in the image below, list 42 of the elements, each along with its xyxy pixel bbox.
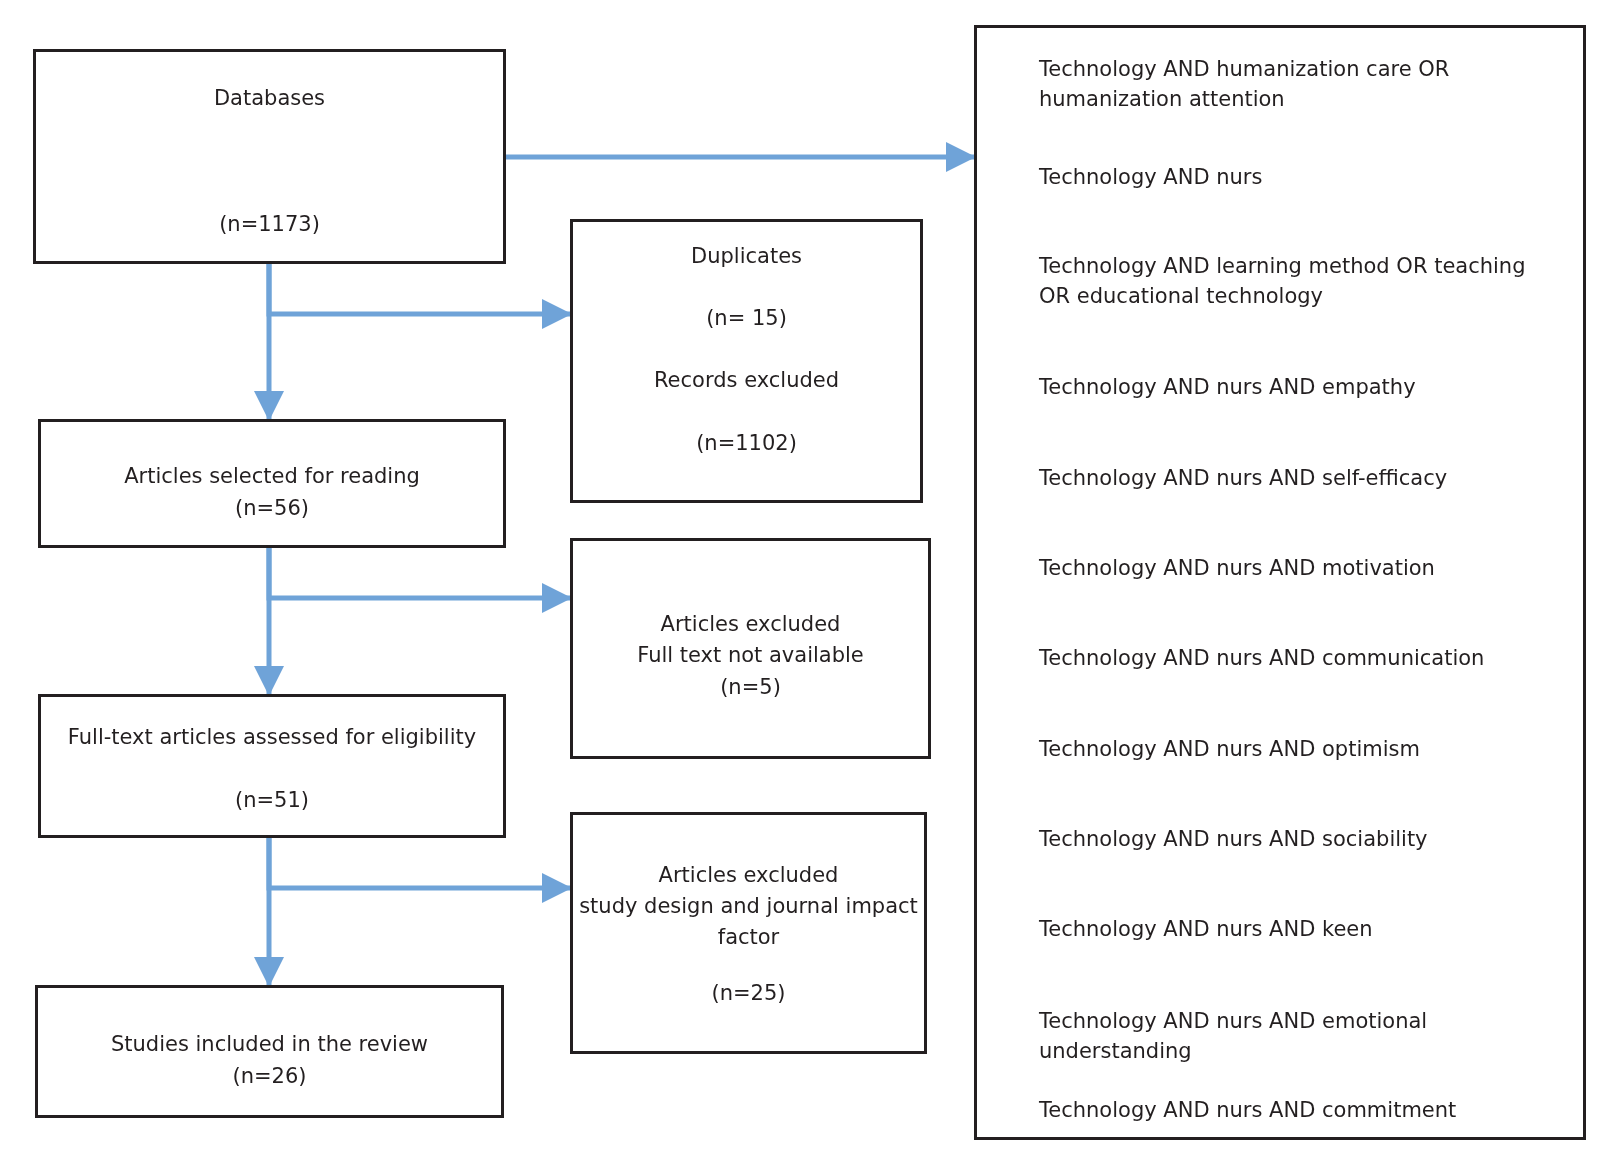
arrow: [506, 142, 976, 172]
box-text: study design and journal impact factor: [579, 893, 918, 951]
box-text: Duplicates: [690, 242, 803, 270]
arrow: [266, 838, 572, 903]
box-text: Records excluded: [652, 366, 841, 394]
arrow: [266, 264, 572, 329]
box-text: (n=25): [710, 979, 787, 1007]
search-query: Technology AND nurs AND motivation: [1039, 555, 1436, 582]
box-text: Articles excluded: [657, 861, 840, 889]
search-query: Technology AND nurs AND communication: [1039, 645, 1486, 672]
box-text: (n=1173): [218, 210, 321, 238]
search-query: Technology AND nurs AND optimism: [1039, 736, 1421, 763]
search-terms-box: [974, 25, 1586, 1140]
process-box: [570, 219, 923, 503]
box-text: Articles selected for reading: [123, 462, 421, 490]
arrow: [266, 548, 572, 613]
box-text: (n= 15): [705, 304, 788, 332]
box-text: Full-text articles assessed for eligibility: [66, 723, 478, 751]
box-text: (n=26): [231, 1062, 308, 1090]
search-query: Technology AND nurs AND self-efficacy: [1039, 465, 1449, 492]
process-box: [33, 49, 506, 264]
search-query: Technology AND humanization care OR humanization attention: [1039, 56, 1451, 113]
search-query: Technology AND nurs AND empathy: [1039, 374, 1417, 401]
search-query: Technology AND nurs AND sociability: [1039, 826, 1429, 853]
box-text: (n=51): [234, 786, 310, 814]
box-text: (n=5): [719, 673, 782, 701]
process-box: [38, 419, 506, 548]
search-query: Technology AND nurs AND emotional understanding: [1039, 1008, 1429, 1065]
box-text: Full text not available: [636, 641, 865, 669]
box-text: Articles excluded: [659, 610, 842, 638]
process-box: [38, 694, 506, 838]
search-query: Technology AND nurs AND keen: [1039, 916, 1374, 943]
process-box: [35, 985, 504, 1118]
search-query: Technology AND nurs AND commitment: [1039, 1097, 1458, 1124]
process-box: [570, 538, 931, 759]
box-text: Studies included in the review: [109, 1030, 430, 1058]
search-query: Technology AND learning method OR teaching OR educational technology: [1039, 253, 1527, 310]
box-text: Databases: [212, 84, 327, 112]
box-text: (n=1102): [695, 429, 798, 457]
box-text: (n=56): [234, 494, 310, 522]
search-query: Technology AND nurs: [1039, 164, 1264, 191]
process-box: [570, 812, 927, 1054]
